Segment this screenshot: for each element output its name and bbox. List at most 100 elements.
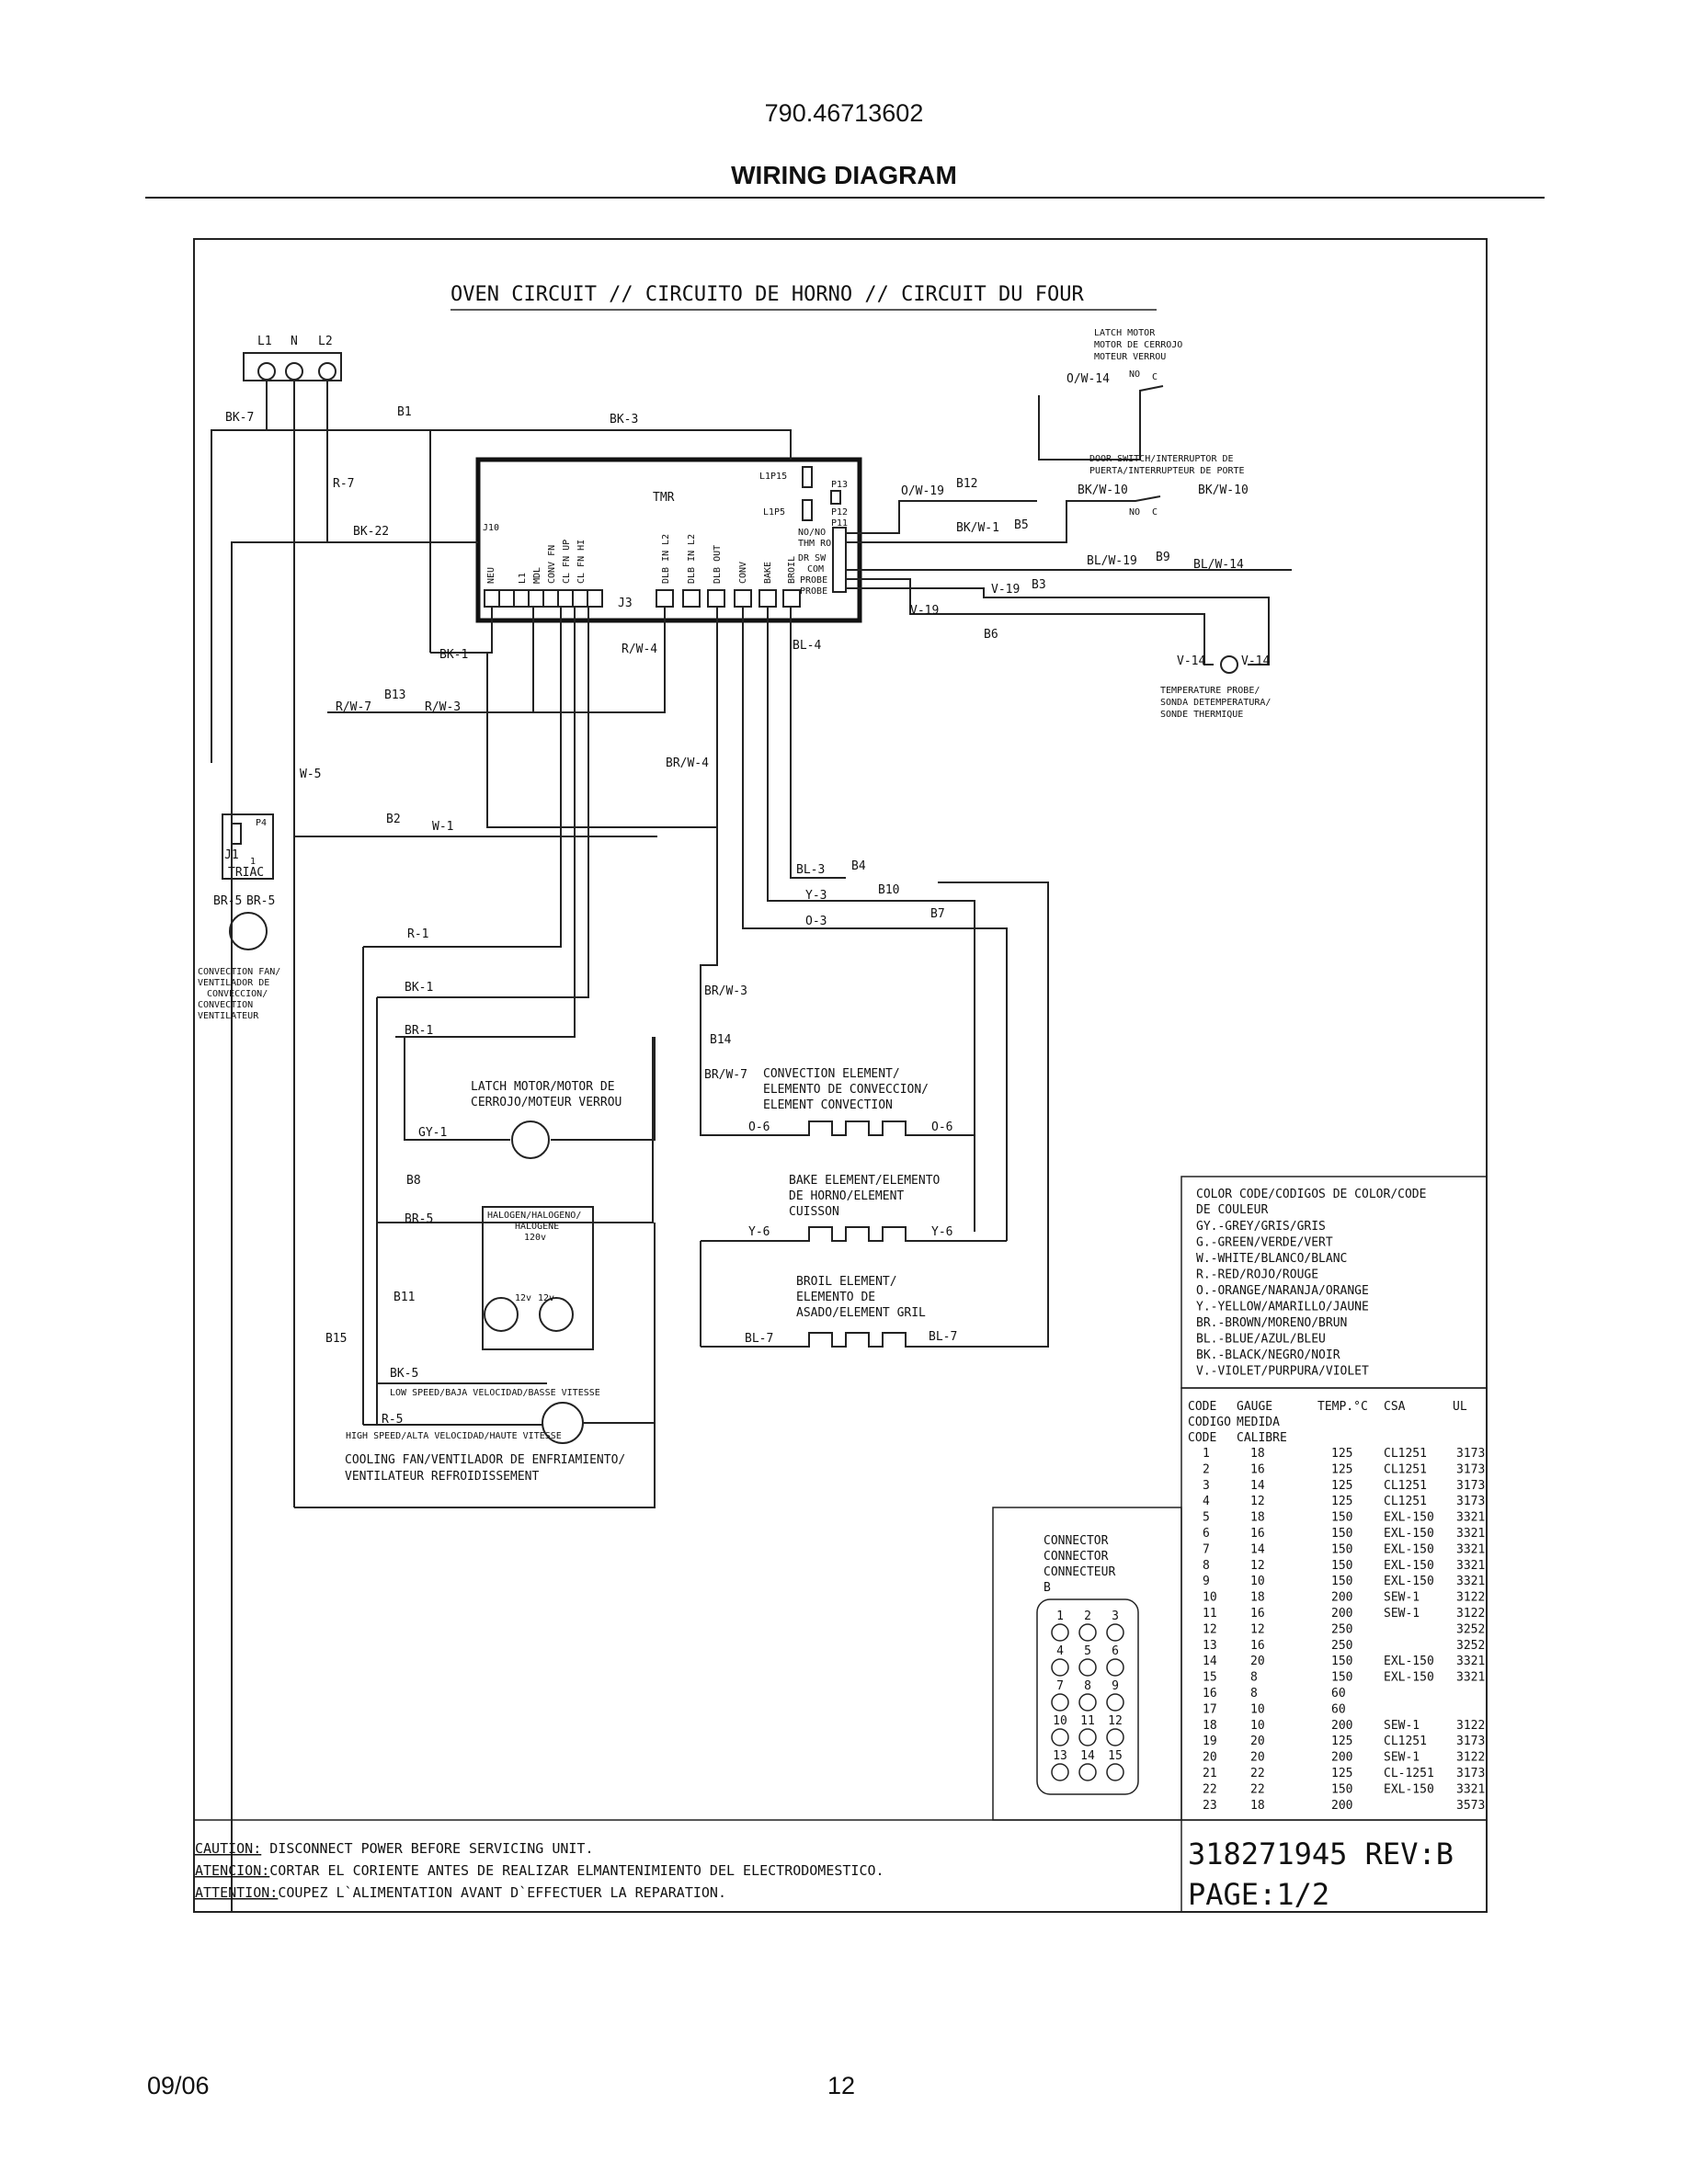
door-switch-no: NO bbox=[1129, 507, 1140, 518]
tmr-p12: P12 bbox=[831, 507, 848, 518]
gauge-table-cell: 14 bbox=[1250, 1479, 1265, 1493]
temp-probe-line2: SONDA DETEMPERATURA/ bbox=[1160, 698, 1271, 708]
triac-p4: P4 bbox=[256, 818, 267, 828]
gauge-table-cell: 3173 bbox=[1456, 1735, 1485, 1748]
connector-pin-circle bbox=[1051, 1763, 1069, 1781]
gauge-table-cell: 14 bbox=[1203, 1655, 1217, 1668]
gauge-table-cell: 11 bbox=[1203, 1607, 1217, 1621]
wire-b14: B14 bbox=[710, 1033, 732, 1047]
gauge-table-cell: 20 bbox=[1250, 1655, 1265, 1668]
wire-brw4: BR/W-4 bbox=[666, 756, 709, 770]
color-code-entry: O.-ORANGE/NARANJA/ORANGE bbox=[1196, 1284, 1369, 1298]
connector-pin-number: 7 bbox=[1056, 1679, 1064, 1693]
gauge-table-cell: 150 bbox=[1331, 1671, 1352, 1685]
tmr-right-drsw: DR SW bbox=[798, 553, 827, 563]
wire-v19b: V-19 bbox=[910, 604, 939, 618]
gauge-table-cell: CL-1251 bbox=[1384, 1767, 1434, 1780]
gauge-table-cell: 4 bbox=[1203, 1495, 1210, 1508]
gauge-table-cell: EXL-150 bbox=[1384, 1655, 1434, 1668]
caution-es: ATENCION:CORTAR EL CORIENTE ANTES DE REA… bbox=[195, 1862, 884, 1879]
cooling-fan-line1: COOLING FAN/VENTILADOR DE ENFRIAMIENTO/ bbox=[345, 1453, 625, 1467]
wire-w1: W-1 bbox=[432, 820, 453, 834]
latch-switch-c: C bbox=[1152, 372, 1158, 382]
wire-rw3: R/W-3 bbox=[425, 700, 461, 714]
gauge-table-cell: 22 bbox=[1203, 1782, 1217, 1796]
gauge-table-cell: 3321 bbox=[1456, 1527, 1485, 1541]
connector-pin-circle bbox=[1106, 1658, 1124, 1677]
gauge-table-cell: 10 bbox=[1250, 1575, 1265, 1588]
connector-pin-number: 15 bbox=[1108, 1749, 1123, 1763]
tmr-j10: J10 bbox=[483, 523, 499, 533]
gauge-table-cell: EXL-150 bbox=[1384, 1559, 1434, 1573]
conv-fan-line2: VENTILADOR DE bbox=[198, 978, 269, 988]
halogen-lamp-box bbox=[482, 1206, 594, 1350]
gauge-table-cell: 3173 bbox=[1456, 1495, 1485, 1508]
triac-box bbox=[222, 813, 274, 880]
gauge-table-cell: 18 bbox=[1250, 1591, 1265, 1605]
gauge-table-cell: 125 bbox=[1331, 1767, 1352, 1780]
gauge-header-cell: CODE bbox=[1188, 1431, 1216, 1445]
gauge-table-cell: 3 bbox=[1203, 1479, 1210, 1493]
tmr-pin-dlb-in-l2b: DLB IN L2 bbox=[687, 534, 697, 584]
gauge-table-cell: 18 bbox=[1250, 1799, 1265, 1813]
wire-v14a: V-14 bbox=[1177, 654, 1205, 668]
gauge-table-cell: 12 bbox=[1250, 1495, 1265, 1508]
gauge-table-cell: 150 bbox=[1331, 1655, 1352, 1668]
tmr-label: TMR bbox=[653, 491, 675, 505]
gauge-table-cell: 150 bbox=[1331, 1542, 1352, 1556]
connector-pin-circle bbox=[1106, 1693, 1124, 1712]
gauge-table-cell: 16 bbox=[1250, 1639, 1265, 1653]
wire-v19a: V-19 bbox=[991, 583, 1020, 597]
gauge-table-cell: CL1251 bbox=[1384, 1462, 1427, 1476]
tmr-right-com: COM bbox=[807, 564, 824, 574]
gauge-header-cell: GAUGE bbox=[1237, 1400, 1272, 1414]
gauge-table-cell: 7 bbox=[1203, 1542, 1210, 1556]
wire-b8: B8 bbox=[406, 1174, 421, 1188]
connector-pin-number: 4 bbox=[1056, 1644, 1064, 1658]
wire-b7: B7 bbox=[930, 907, 945, 921]
wire-brw3: BR/W-3 bbox=[704, 984, 747, 998]
gauge-table-cell: 3122 bbox=[1456, 1719, 1485, 1733]
wire-bk3: BK-3 bbox=[610, 413, 638, 427]
gauge-table-cell: 1 bbox=[1203, 1447, 1210, 1461]
wire-br1: BR-1 bbox=[405, 1024, 433, 1038]
tmr-right-probe2: PROBE bbox=[800, 586, 827, 597]
connector-pin-number: 8 bbox=[1084, 1679, 1091, 1693]
connector-pin-circle bbox=[1051, 1693, 1069, 1712]
connector-pin-circle bbox=[1106, 1728, 1124, 1746]
connector-pin-number: 10 bbox=[1053, 1714, 1067, 1728]
wire-b10: B10 bbox=[878, 883, 899, 897]
gauge-table-cell: 150 bbox=[1331, 1559, 1352, 1573]
bake-element-line1: BAKE ELEMENT/ELEMENTO bbox=[789, 1174, 941, 1188]
wire-ow14: O/W-14 bbox=[1066, 372, 1110, 386]
halogen-label2: HALOGENE bbox=[515, 1222, 559, 1232]
connector-pin-number: 12 bbox=[1108, 1714, 1123, 1728]
connector-pin-number: 5 bbox=[1084, 1644, 1091, 1658]
gauge-table-cell: EXL-150 bbox=[1384, 1542, 1434, 1556]
color-code-entry: R.-RED/ROJO/ROUGE bbox=[1196, 1268, 1318, 1282]
conv-fan-line3: CONVECCION/ bbox=[207, 989, 268, 999]
broil-element-symbol bbox=[701, 882, 1049, 1348]
wire-b1: B1 bbox=[397, 405, 412, 419]
gauge-table-cell: 200 bbox=[1331, 1751, 1352, 1765]
gauge-table-cell: 200 bbox=[1331, 1799, 1352, 1813]
latch-motor-line3: MOTEUR VERROU bbox=[1094, 352, 1166, 362]
color-code-entry: BK.-BLACK/NEGRO/NOIR bbox=[1196, 1348, 1340, 1362]
broil-element-line3: ASADO/ELEMENT GRIL bbox=[796, 1306, 926, 1320]
wire-bl7b: BL-7 bbox=[929, 1330, 957, 1344]
latch-motor-switch bbox=[1038, 385, 1164, 461]
latch-motor2-line1: LATCH MOTOR/MOTOR DE bbox=[471, 1080, 615, 1094]
wire-o6b: O-6 bbox=[931, 1120, 952, 1134]
gauge-table-cell: 16 bbox=[1250, 1607, 1265, 1621]
page-title: WIRING DIAGRAM bbox=[731, 161, 957, 189]
latch-motor2-symbol bbox=[511, 1120, 550, 1159]
gauge-table-cell: CL1251 bbox=[1384, 1479, 1427, 1493]
gauge-table-cell: EXL-150 bbox=[1384, 1782, 1434, 1796]
gauge-table-cell: 3321 bbox=[1456, 1782, 1485, 1796]
wire-bk5: BK-5 bbox=[390, 1367, 418, 1381]
diagram-page: PAGE:1/2 bbox=[1188, 1877, 1329, 1912]
connector-pin-number: 3 bbox=[1112, 1610, 1119, 1623]
wire-r7: R-7 bbox=[333, 477, 354, 491]
wire-b12: B12 bbox=[956, 477, 977, 491]
